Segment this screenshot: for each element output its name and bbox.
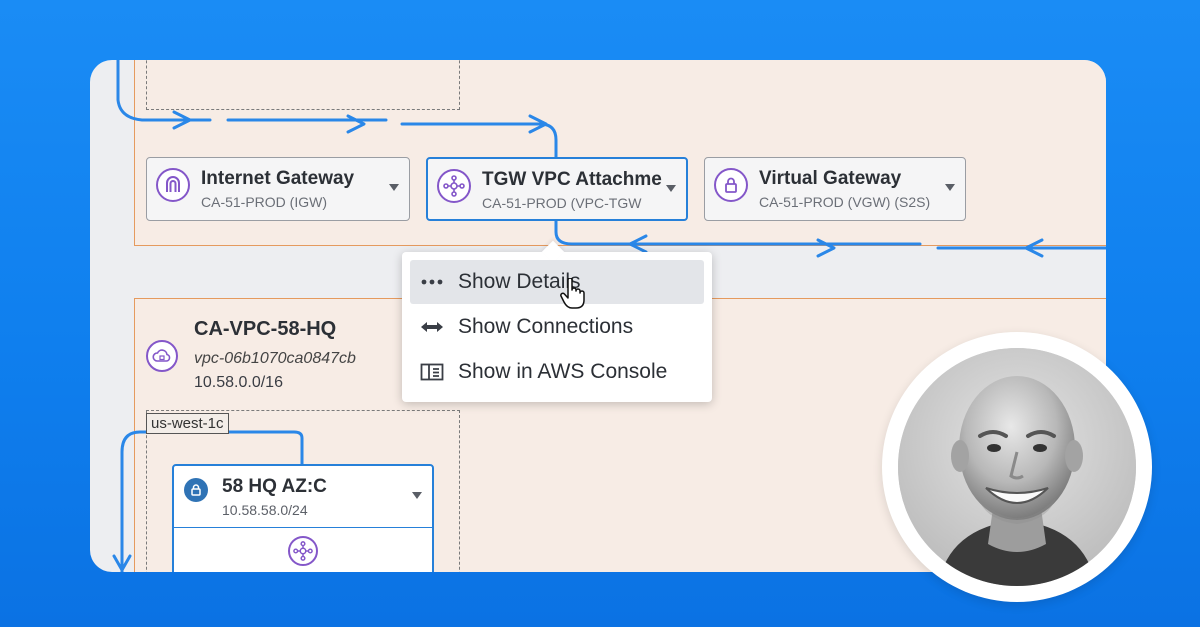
flow-arrow-7 bbox=[112, 554, 132, 572]
flow-line-top bbox=[116, 60, 558, 159]
vpc-id: vpc-06b1070ca0847cb bbox=[194, 350, 356, 367]
availability-zone-label: us-west-1c bbox=[146, 413, 229, 434]
connections-arrows-icon bbox=[420, 317, 444, 337]
flow-arrow-4 bbox=[628, 234, 648, 254]
internet-gateway-icon bbox=[156, 168, 190, 202]
transit-gateway-hub-icon bbox=[437, 169, 471, 203]
vpc-title[interactable]: CA-VPC-58-HQ bbox=[194, 318, 337, 340]
vpc-cloud-icon bbox=[146, 340, 178, 372]
availability-zone-box bbox=[146, 410, 460, 572]
subnet-title: 58 HQ AZ:C bbox=[222, 476, 327, 497]
menu-item-show-details[interactable]: Show Details bbox=[410, 260, 704, 304]
node-title: TGW VPC Attachme bbox=[482, 169, 662, 190]
node-subtitle: CA-51-PROD (IGW) bbox=[201, 194, 327, 210]
lock-icon bbox=[714, 168, 748, 202]
flow-arrow-2 bbox=[346, 114, 366, 134]
internet-gateway-node[interactable]: Internet Gateway CA-51-PROD (IGW) bbox=[146, 157, 410, 221]
node-title: Internet Gateway bbox=[201, 168, 355, 189]
chevron-down-icon[interactable] bbox=[666, 185, 676, 192]
chevron-down-icon[interactable] bbox=[945, 184, 955, 191]
subnet-header: 58 HQ AZ:C 10.58.58.0/24 bbox=[174, 466, 432, 528]
flow-line-middle bbox=[554, 214, 1106, 250]
subnet-cidr: 10.58.58.0/24 bbox=[222, 502, 308, 518]
flow-arrow-3 bbox=[528, 114, 548, 134]
lock-icon bbox=[184, 478, 208, 502]
chevron-down-icon[interactable] bbox=[389, 184, 399, 191]
virtual-gateway-node[interactable]: Virtual Gateway CA-51-PROD (VGW) (S2S) bbox=[704, 157, 966, 221]
menu-item-show-connections[interactable]: Show Connections bbox=[410, 305, 704, 349]
avatar bbox=[898, 348, 1136, 586]
more-dots-icon bbox=[420, 272, 444, 292]
presenter-photo bbox=[898, 348, 1136, 586]
menu-item-show-in-aws-console[interactable]: Show in AWS Console bbox=[410, 350, 704, 394]
menu-item-label: Show Connections bbox=[458, 315, 634, 338]
flow-arrow-5 bbox=[816, 238, 836, 258]
menu-item-label: Show in AWS Console bbox=[458, 360, 668, 383]
vpc-cidr: 10.58.0.0/16 bbox=[194, 374, 283, 391]
subnet-node[interactable]: 58 HQ AZ:C 10.58.58.0/24 bbox=[172, 464, 434, 572]
node-subtitle: CA-51-PROD (VPC-TGW bbox=[482, 195, 642, 211]
transit-gateway-hub-icon[interactable] bbox=[288, 536, 318, 566]
availability-zone-top bbox=[146, 60, 460, 110]
chevron-down-icon[interactable] bbox=[412, 492, 422, 499]
context-menu: Show Details Show Connections Show in AW… bbox=[402, 240, 712, 402]
node-title: Virtual Gateway bbox=[759, 168, 902, 189]
flow-arrow-1 bbox=[172, 110, 192, 130]
flow-arrow-6 bbox=[1024, 238, 1044, 258]
hand-pointer-cursor-icon bbox=[560, 278, 585, 309]
node-subtitle: CA-51-PROD (VGW) (S2S) bbox=[759, 194, 931, 210]
menu-item-label: Show Details bbox=[458, 270, 581, 293]
console-panel-icon bbox=[420, 362, 444, 382]
tgw-vpc-attachment-node[interactable]: TGW VPC Attachme CA-51-PROD (VPC-TGW bbox=[426, 157, 688, 221]
traffic-flow-lines bbox=[112, 60, 1106, 572]
